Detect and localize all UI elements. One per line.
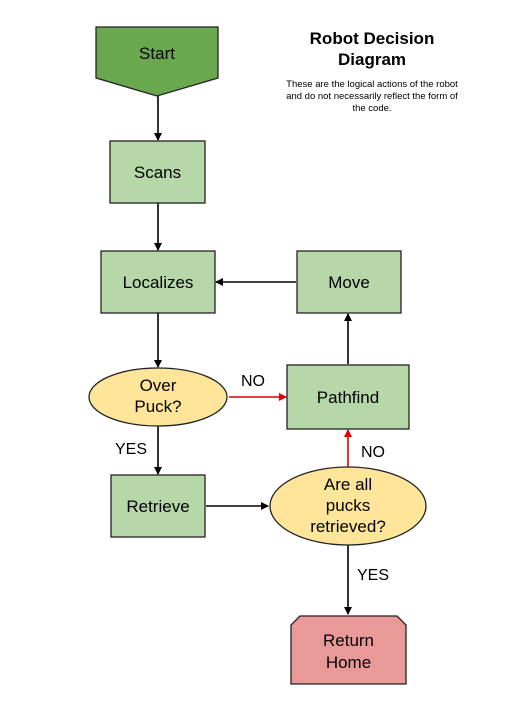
all-retrieved-no-label: NO bbox=[361, 444, 385, 461]
scans-node-label: Scans bbox=[134, 163, 181, 182]
over-puck-decision[interactable]: Over Puck? bbox=[88, 367, 228, 427]
over-puck-label-line-1: Over bbox=[140, 376, 177, 395]
start-node-label: Start bbox=[139, 44, 175, 63]
return-home-node[interactable]: Return Home bbox=[290, 615, 407, 685]
all-retrieved-decision[interactable]: Are all pucks retrieved? bbox=[269, 466, 427, 546]
scans-node[interactable]: Scans bbox=[109, 140, 206, 204]
all-retrieved-label-line-2: pucks bbox=[326, 496, 370, 515]
return-home-label-line-1: Return bbox=[323, 631, 374, 650]
all-retrieved-label-line-3: retrieved? bbox=[310, 517, 386, 536]
retrieve-node-label: Retrieve bbox=[126, 497, 189, 516]
start-node[interactable]: Start bbox=[95, 26, 219, 97]
over-puck-yes-label: YES bbox=[115, 441, 147, 458]
all-retrieved-yes-label: YES bbox=[357, 567, 389, 584]
diagram-subtitle: These are the logical actions of the rob… bbox=[286, 79, 458, 114]
move-node-label: Move bbox=[328, 273, 370, 292]
pathfind-node-label: Pathfind bbox=[317, 388, 379, 407]
return-home-label-line-2: Home bbox=[326, 653, 371, 672]
diagram-title: Robot Decision Diagram bbox=[309, 29, 435, 69]
title-block: Robot Decision Diagram These are the log… bbox=[286, 28, 458, 115]
localizes-node[interactable]: Localizes bbox=[100, 250, 216, 314]
localizes-node-label: Localizes bbox=[123, 273, 194, 292]
retrieve-node[interactable]: Retrieve bbox=[110, 474, 206, 538]
over-puck-label-line-2: Puck? bbox=[134, 397, 181, 416]
pathfind-node[interactable]: Pathfind bbox=[286, 364, 410, 430]
move-node[interactable]: Move bbox=[296, 250, 402, 314]
connectors bbox=[154, 96, 352, 615]
over-puck-no-label: NO bbox=[241, 373, 265, 390]
all-retrieved-label-line-1: Are all bbox=[324, 475, 372, 494]
